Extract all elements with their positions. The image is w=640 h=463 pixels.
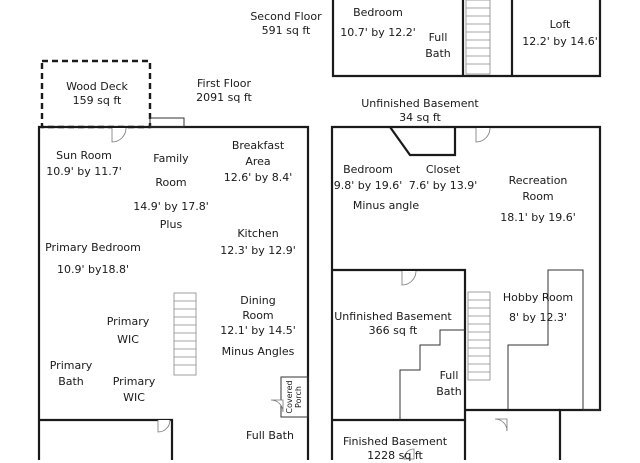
first-floor-walls: [37, 117, 310, 460]
primary-wic-2-label: Primary WIC: [112, 375, 156, 404]
hobby-room-label: Hobby Room 8' by 12.3': [502, 291, 574, 324]
second-floor-bedroom-label: Bedroom 10.7' by 12.2': [340, 6, 416, 39]
first-floor-stairs: [173, 292, 197, 376]
recreation-room-label: Recreation Room 18.1' by 19.6': [500, 174, 576, 224]
closet-label: Closet 7.6' by 13.9': [408, 163, 478, 192]
basement-doors: [401, 127, 508, 460]
covered-porch-label: Covered Porch: [285, 380, 303, 414]
second-floor-walls: [331, 0, 602, 78]
primary-bath-label: Primary Bath: [49, 359, 93, 388]
sun-room-label: Sun Room 10.9' by 11.7': [46, 149, 122, 178]
dining-room-label: Dining Room 12.1' by 14.5' Minus Angles: [220, 294, 296, 358]
family-room-label: Family Room 14.9' by 17.8' Plus: [133, 152, 209, 231]
wood-deck-outline: [40, 59, 152, 129]
first-floor-full-bath-label: Full Bath: [246, 429, 294, 442]
basement-full-bath-label: Full Bath: [436, 369, 462, 398]
basement-stairs: [467, 291, 491, 381]
first-floor-doors: [111, 127, 284, 433]
second-floor-stairs: [465, 0, 491, 75]
basement-bedroom-label: Bedroom 9.8' by 19.6': [333, 163, 403, 192]
kitchen-label: Kitchen 12.3' by 12.9': [220, 227, 296, 257]
primary-bedroom-label: Primary Bedroom 10.9' by18.8': [45, 241, 141, 276]
basement-bedroom-note: Minus angle: [352, 199, 420, 212]
primary-wic-1-label: Primary WIC: [106, 315, 150, 346]
second-floor-full-bath-label: Full Bath: [425, 31, 451, 60]
basement-walls: [330, 125, 602, 460]
loft-label: Loft 12.2' by 14.6': [522, 18, 598, 48]
breakfast-area-label: Breakfast Area 12.6' by 8.4': [223, 139, 293, 184]
